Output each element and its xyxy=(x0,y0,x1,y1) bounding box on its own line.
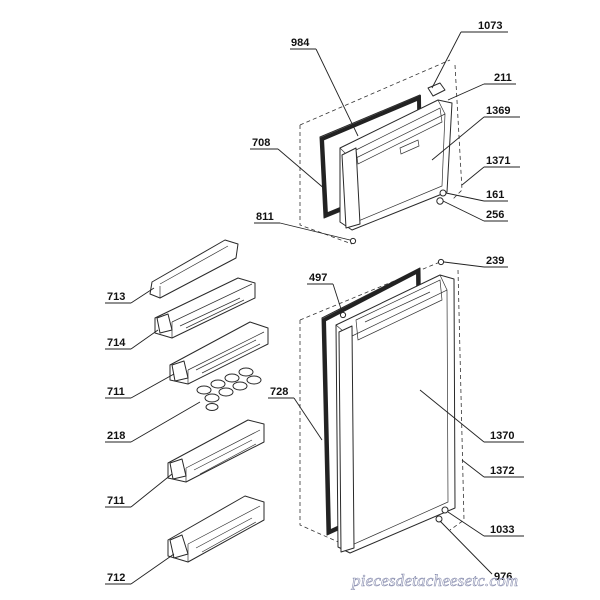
part-label-1372: 1372 xyxy=(490,465,514,477)
fridge-door-assembly xyxy=(299,258,465,554)
part-label-976: 976 xyxy=(494,571,512,583)
part-label-711-lower: 711 xyxy=(107,495,125,507)
egg-tray-218 xyxy=(196,367,262,411)
part-label-713: 713 xyxy=(107,291,125,303)
part-label-712: 712 xyxy=(107,572,125,584)
part-label-1033: 1033 xyxy=(490,524,514,536)
part-label-728: 728 xyxy=(270,386,288,398)
fridge-door-panel xyxy=(335,274,456,554)
part-label-218: 218 xyxy=(107,430,125,442)
door-balcony-711-upper xyxy=(169,321,269,385)
part-label-239: 239 xyxy=(486,255,504,267)
door-balcony-711-lower xyxy=(167,419,265,483)
part-labels: 984 1073 211 1369 708 1371 161 256 811 2… xyxy=(107,20,514,584)
part-label-1073: 1073 xyxy=(478,20,502,32)
part-label-256: 256 xyxy=(486,209,504,221)
door-stop-811 xyxy=(349,237,357,245)
part-label-708: 708 xyxy=(252,137,270,149)
watermark-text: piecesdetacheesetc.com xyxy=(351,571,518,590)
plug-239 xyxy=(437,258,445,266)
shelf-cover-713 xyxy=(149,239,239,299)
hinge-part-976 xyxy=(435,515,443,523)
part-label-984: 984 xyxy=(291,37,310,49)
part-label-711-upper: 711 xyxy=(107,386,125,398)
part-label-714: 714 xyxy=(107,337,126,349)
part-label-1371: 1371 xyxy=(486,155,510,167)
part-label-211: 211 xyxy=(494,72,512,84)
freezer-door-panel xyxy=(339,99,453,231)
part-label-811: 811 xyxy=(256,211,274,223)
door-shelf-714 xyxy=(154,277,256,339)
hinge-bushing-256 xyxy=(436,197,444,205)
hinge-part-1033 xyxy=(441,506,449,514)
part-label-1369: 1369 xyxy=(486,105,510,117)
part-label-1370: 1370 xyxy=(490,430,514,442)
leader-lines xyxy=(105,31,524,585)
plug-497 xyxy=(339,311,347,319)
bottle-balcony-712 xyxy=(167,495,265,563)
part-label-497: 497 xyxy=(309,272,327,284)
part-label-161: 161 xyxy=(486,189,504,201)
hinge-pin-161 xyxy=(439,189,447,197)
freezer-handle-piece xyxy=(427,82,446,97)
freezer-door-assembly xyxy=(299,59,463,245)
